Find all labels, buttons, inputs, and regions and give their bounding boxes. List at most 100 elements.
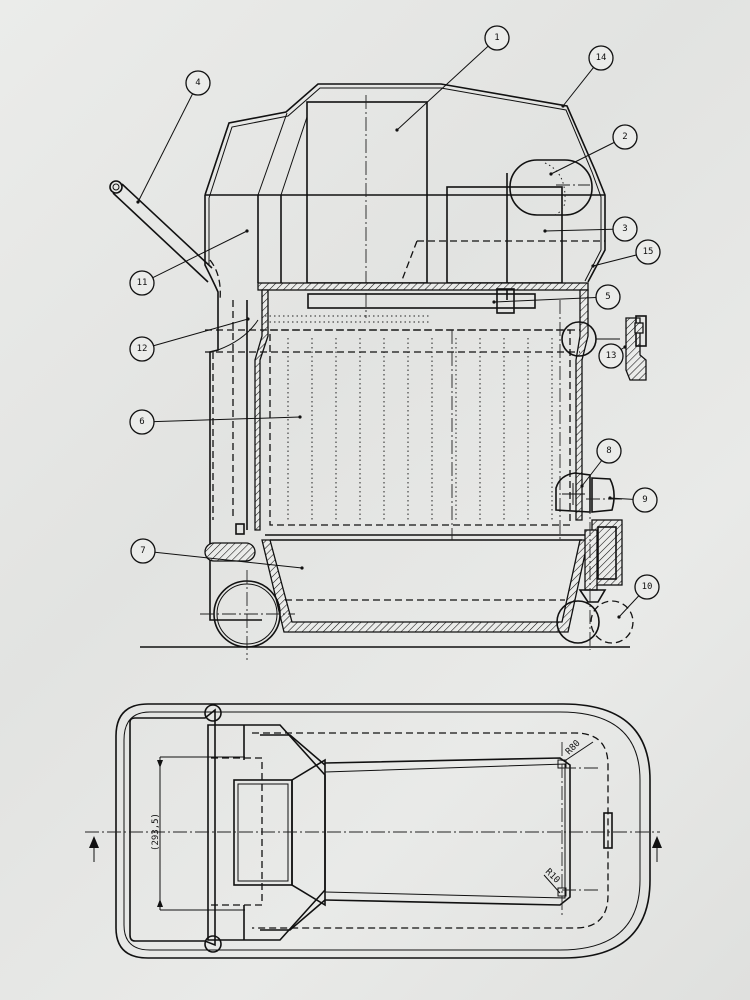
callout-6: 6 <box>129 409 302 435</box>
leader-dot <box>300 566 304 570</box>
hood-outline <box>204 83 606 314</box>
leader-dot <box>608 496 612 500</box>
callout-7: 7 <box>130 538 304 570</box>
leader-line <box>609 497 634 500</box>
callout-number: 3 <box>622 224 627 234</box>
leader-dot <box>395 128 399 132</box>
leader-line <box>562 67 594 107</box>
callout-9: 9 <box>608 487 658 513</box>
leader-dot <box>580 484 584 488</box>
callout-number: 14 <box>596 53 607 63</box>
leader-dot <box>492 300 496 304</box>
callout-number: 2 <box>622 132 627 142</box>
wheels <box>140 570 634 660</box>
leader-line <box>153 318 249 347</box>
leader-dot <box>543 229 547 233</box>
callout-10: 10 <box>617 574 660 619</box>
callout-13: 13 <box>598 343 627 369</box>
callout-11: 11 <box>129 229 249 296</box>
callout-number: 4 <box>195 78 200 88</box>
callout-14: 14 <box>561 45 614 108</box>
filter-bag <box>205 300 580 540</box>
dimension-r10-label: R10 <box>543 867 562 886</box>
callout-bubble <box>484 25 510 51</box>
callout-bubble <box>588 45 614 71</box>
callout-bubble <box>129 270 155 296</box>
callout-number: 8 <box>606 446 611 456</box>
callout-bubble <box>598 343 624 369</box>
callout-number: 13 <box>606 351 617 361</box>
leader-line <box>618 595 640 618</box>
section-arrow-right <box>652 836 662 862</box>
callout-bubble <box>632 487 658 513</box>
side-section-view <box>109 83 647 660</box>
leader-dot <box>245 229 249 233</box>
leader-line <box>152 230 248 279</box>
leader-dot <box>561 104 565 108</box>
callout-1: 1 <box>395 25 510 132</box>
callout-15: 15 <box>591 239 661 268</box>
callout-number: 11 <box>137 278 148 288</box>
leader-line <box>544 228 614 232</box>
seal-detail <box>561 315 647 381</box>
right-housing <box>578 500 623 650</box>
sensor-bar <box>265 288 536 323</box>
leader-dot <box>591 264 595 268</box>
leader-dot <box>246 317 250 321</box>
dimension-radius-inner: R10 <box>543 867 562 894</box>
callout-number: 5 <box>605 292 610 302</box>
callout-number: 1 <box>494 33 499 43</box>
leader-line <box>137 93 194 203</box>
callout-number: 10 <box>642 582 653 592</box>
callout-bubble <box>129 336 155 362</box>
callout-number: 15 <box>643 247 654 257</box>
leader-dot <box>549 172 553 176</box>
suction-hose <box>109 180 221 301</box>
leader-line <box>396 45 489 131</box>
dimension-r80-label: R80 <box>564 739 583 758</box>
leader-dot <box>298 415 302 419</box>
leader-line <box>153 416 301 423</box>
dimension-width-label: (293,5) <box>151 813 161 851</box>
callout-number: 9 <box>642 495 647 505</box>
leader-dot <box>617 615 621 619</box>
arrow-up-icon <box>89 836 99 848</box>
caster-swivel-position <box>590 600 634 644</box>
pleat-lines <box>287 338 553 520</box>
leader-line <box>592 254 637 267</box>
leader-line <box>154 551 303 569</box>
cord-reel <box>555 472 625 513</box>
callout-2: 2 <box>549 124 638 176</box>
callout-bubble <box>130 538 156 564</box>
leader-line <box>581 460 603 487</box>
callout-number: 6 <box>139 417 144 427</box>
callout-number: 12 <box>137 344 148 354</box>
front-caster <box>556 600 600 644</box>
tank-body <box>254 282 589 633</box>
callout-bubble <box>612 124 638 150</box>
leader-line <box>550 141 615 175</box>
callout-3: 3 <box>543 216 638 242</box>
callout-bubble <box>635 239 661 265</box>
outer-casing <box>204 300 262 621</box>
callout-bubble <box>634 574 660 600</box>
callout-number: 7 <box>140 546 145 556</box>
section-arrow-left <box>89 836 99 862</box>
callout-bubble <box>595 284 621 310</box>
callout-8: 8 <box>580 438 622 488</box>
leader-dot <box>136 200 140 204</box>
callout-bubble <box>185 70 211 96</box>
callout-5: 5 <box>492 284 621 310</box>
callout-bubble <box>612 216 638 242</box>
arrow-up-icon <box>652 836 662 848</box>
leader-line <box>493 297 597 303</box>
callout-bubble <box>596 438 622 464</box>
leader-dot <box>623 345 627 349</box>
callout-4: 4 <box>136 70 211 204</box>
plan-view: (293,5) R80 R10 <box>85 703 662 959</box>
callout-bubble <box>129 409 155 435</box>
dimension-width: (293,5) <box>151 756 245 911</box>
